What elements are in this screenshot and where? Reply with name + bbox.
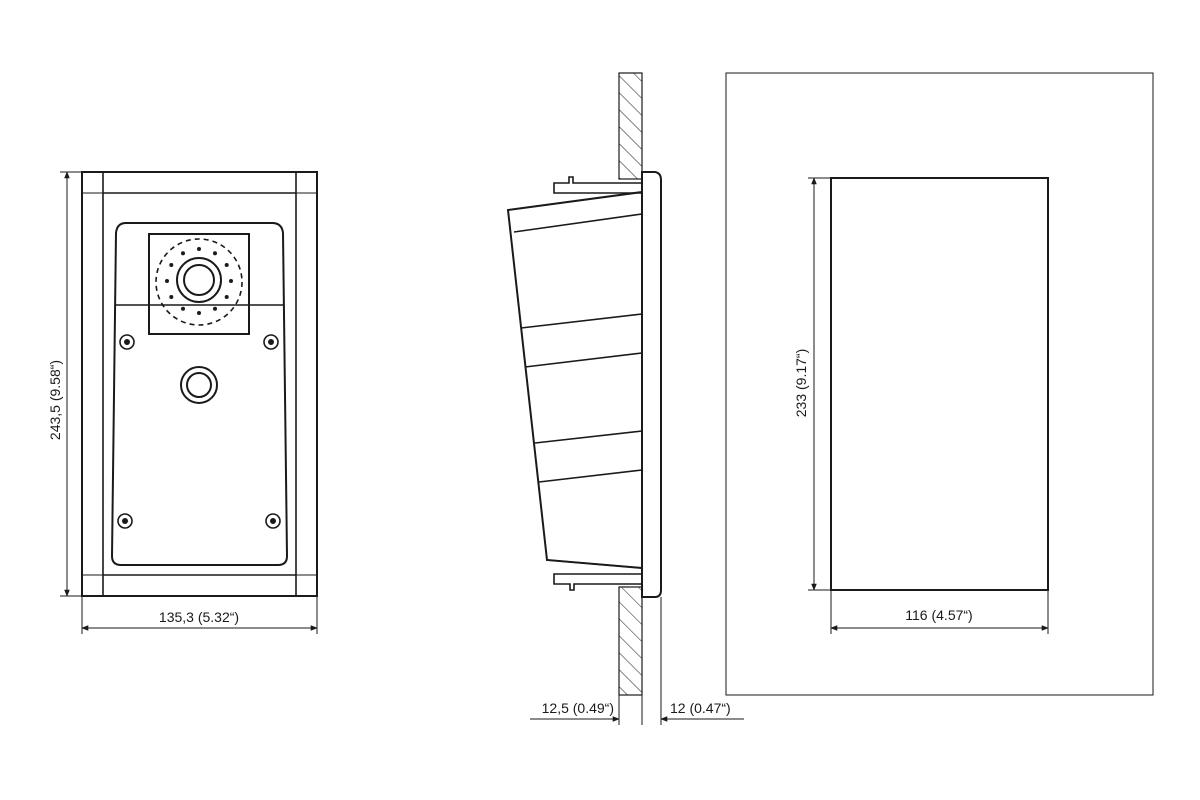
- camera-lens-inner: [183, 264, 215, 296]
- front-height-dimension: 243,5 (9.58“): [47, 171, 82, 597]
- cutout-view: 233 (9.17“) 116 (4.57“): [725, 72, 1154, 696]
- faceplate: [110, 222, 289, 566]
- led-dot: [197, 247, 201, 251]
- led-dot: [197, 311, 201, 315]
- cutout-opening: [830, 177, 1049, 591]
- led-dot: [213, 306, 217, 311]
- front-outer-frame: [81, 171, 318, 597]
- wall-thickness-label: 12,5 (0.49“): [542, 700, 614, 716]
- screw: [117, 513, 133, 529]
- back-box: [506, 190, 643, 570]
- side-frame: [641, 171, 662, 598]
- wall-section-top: [618, 72, 643, 180]
- wall-section-bottom: [618, 586, 643, 696]
- led-dot: [169, 263, 174, 267]
- call-button-inner: [186, 372, 212, 398]
- screw: [265, 513, 281, 529]
- led-dot: [165, 279, 169, 283]
- led-dot: [229, 279, 233, 283]
- side-view: 12,5 (0.49“) 12 (0.47“): [506, 72, 744, 725]
- frame-depth-label: 12 (0.47“): [670, 700, 731, 716]
- cutout-width-dimension: 116 (4.57“): [830, 590, 1049, 634]
- front-height-label: 243,5 (9.58“): [47, 360, 63, 440]
- wall-panel: [725, 72, 1154, 696]
- led-dot: [169, 295, 174, 299]
- front-width-dimension: 135,3 (5.32“): [81, 596, 318, 634]
- camera-ring: [155, 238, 243, 326]
- cutout-height-dimension: 233 (9.17“): [793, 177, 831, 591]
- led-dot: [224, 263, 229, 267]
- cutout-width-label: 116 (4.57“): [905, 607, 972, 623]
- screw: [263, 334, 279, 350]
- led-dot: [181, 251, 185, 256]
- mounting-clip-bottom: [553, 573, 643, 591]
- camera-led-dots: [165, 247, 233, 315]
- wall-thickness-dimension: 12,5 (0.49“): [530, 695, 643, 725]
- screw: [119, 334, 135, 350]
- led-dot: [213, 251, 217, 256]
- led-dot: [224, 295, 229, 299]
- front-view: 243,5 (9.58“) 135,3 (5.32“): [47, 171, 318, 634]
- mounting-clip-top: [553, 176, 643, 194]
- cutout-height-label: 233 (9.17“): [793, 349, 809, 417]
- camera-module: [148, 233, 250, 335]
- led-dot: [181, 306, 185, 311]
- call-button-outer: [180, 366, 218, 404]
- camera-lens-outer: [176, 257, 222, 303]
- frame-depth-dimension: 12 (0.47“): [660, 597, 744, 725]
- front-width-label: 135,3 (5.32“): [159, 609, 239, 625]
